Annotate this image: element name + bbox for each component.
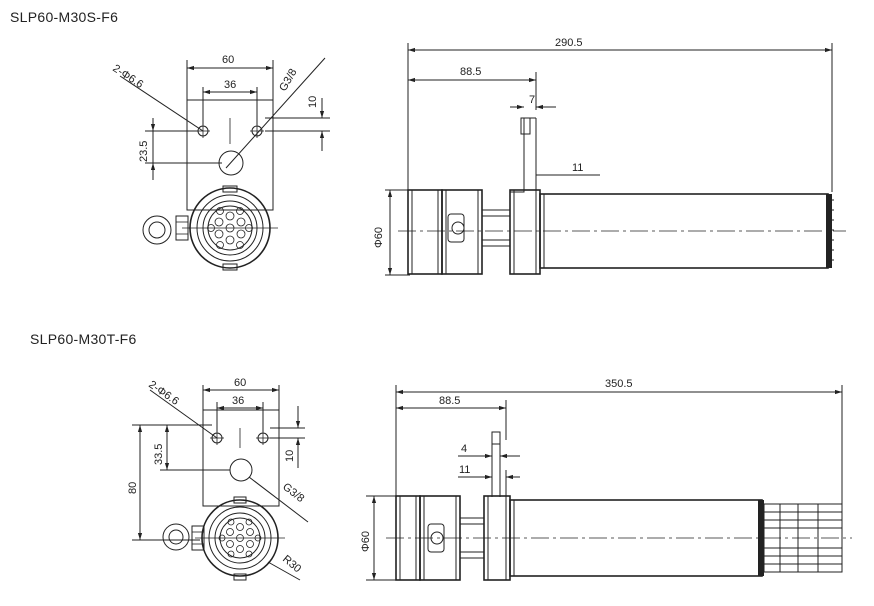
dim-holes-label: 2-Φ6.6: [110, 62, 145, 91]
side-view-2: 350.5 88.5 4 11 Φ60: [360, 378, 852, 581]
dim-thread-label: G3/8: [280, 481, 306, 505]
mounting-plate: [186, 99, 274, 211]
dim-flange-thickness: 7: [529, 94, 535, 106]
dim-clamp-offset: 11: [572, 162, 583, 174]
dim-hole-spacing: 36: [232, 395, 244, 407]
dim-height: 80: [127, 482, 139, 494]
end-cap-block: [407, 189, 443, 275]
dim-radius: R30: [280, 553, 303, 575]
dim-flange-position: 88.5: [439, 395, 460, 407]
dim-diameter: Φ60: [373, 227, 385, 248]
dim-hole-offset: 10: [284, 450, 296, 462]
mounting-eye: [162, 523, 190, 551]
dim-width: 60: [222, 54, 234, 66]
front-view-2: 60 36 2-Φ6.6 10: [127, 377, 309, 581]
drawing-slp60-m30t-f6: SLP60-M30T-F6 60 36 2-Φ6.6: [30, 331, 852, 581]
neck: [481, 209, 511, 247]
dim-holes-label: 2-Φ6.6: [146, 379, 181, 408]
side-fitting: [191, 525, 205, 551]
dim-hole-spacing: 36: [224, 79, 236, 91]
side-fitting: [175, 215, 189, 241]
dim-port-offset: 33.5: [153, 444, 165, 465]
dim-diameter: Φ60: [360, 531, 372, 552]
dim-port-offset: 23.5: [138, 141, 150, 162]
dim-flange-position: 88.5: [460, 66, 481, 78]
drawing-slp60-m30s-f6: SLP60-M30S-F6 60 36 2-Φ6.6: [10, 9, 846, 276]
model-title: SLP60-M30T-F6: [30, 331, 137, 347]
knurled-ring: [758, 500, 764, 576]
dim-flange-thickness: 4: [461, 443, 467, 455]
mounting-bracket: [491, 431, 501, 445]
mounting-eye: [142, 215, 172, 245]
model-title: SLP60-M30S-F6: [10, 9, 118, 25]
dim-overall-length: 290.5: [555, 37, 583, 49]
mounting-bracket: [510, 118, 525, 193]
side-view-1: 290.5 88.5 7 11 Φ60: [373, 37, 846, 276]
front-view-1: 60 36 2-Φ6.6 G3/8 10: [110, 54, 330, 271]
dim-clamp-offset: 11: [459, 464, 470, 476]
air-port: [229, 458, 253, 482]
dim-overall-length: 350.5: [605, 378, 633, 390]
dim-width: 60: [234, 377, 246, 389]
push-fitting: [447, 213, 465, 243]
dim-hole-offset: 10: [307, 96, 319, 108]
